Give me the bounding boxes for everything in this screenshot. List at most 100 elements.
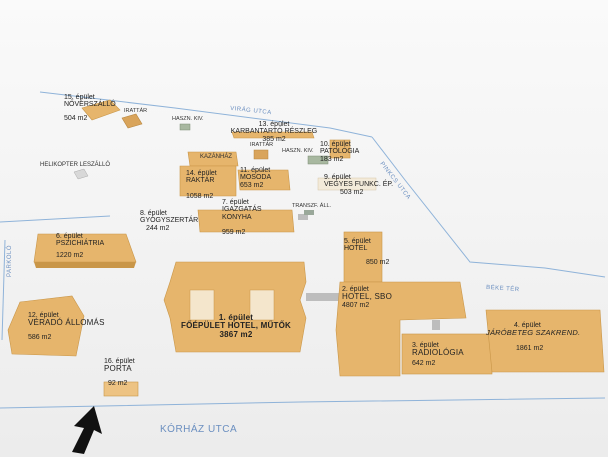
label-helikopter: HELIKOPTER LESZÁLLÓ xyxy=(40,162,111,168)
label-building-13[interactable]: 13. épület KARBANTARTÓ RÉSZLEG 385 m2 xyxy=(231,121,317,143)
label-building-1[interactable]: 1. épület FŐÉPÜLET HOTEL, MŰTŐK 3867 m2 xyxy=(181,313,291,339)
label-building-2[interactable]: 2. épület HOTEL, SBO 4807 m2 xyxy=(342,286,392,309)
b3-area: 642 m2 xyxy=(412,359,436,367)
b10-name: PATOLÓGIA xyxy=(320,148,360,156)
label-irattar2: IRATTÁR xyxy=(250,142,274,148)
arrow-up-icon[interactable] xyxy=(72,406,102,454)
street-parkolo: PARKOLÓ xyxy=(7,244,14,278)
b9-name: VEGYES FUNKC. ÉP. xyxy=(324,181,394,189)
haszn2-shape xyxy=(307,155,329,165)
b1-name: FŐÉPÜLET HOTEL, MŰTŐK xyxy=(181,321,291,331)
buildings xyxy=(7,99,605,397)
b9-num: 9. épület xyxy=(324,174,351,181)
label-haszn2: HASZN. KIV. xyxy=(282,148,314,154)
label-building-6[interactable]: 6. épület PSZICHIÁTRIA 1220 m2 xyxy=(56,233,104,259)
b11-num: 11. épület xyxy=(240,167,271,174)
b4-num: 4. épület xyxy=(514,322,541,329)
b2-name: HOTEL, SBO xyxy=(342,292,393,302)
street-lines xyxy=(0,91,606,409)
b5-area: 850 m2 xyxy=(366,258,390,266)
irattar1-shape xyxy=(121,113,143,129)
label-building-10[interactable]: 10. épület PATOLÓGIA 183 m2 xyxy=(320,141,359,163)
walkway-2-3 xyxy=(432,320,440,330)
b7-area: 959 m2 xyxy=(222,229,246,237)
b6-name: PSZICHIÁTRIA xyxy=(56,240,105,248)
label-kazanhaz: KAZÁNHÁZ xyxy=(200,154,233,160)
parkolo-line xyxy=(1,239,6,341)
walkways xyxy=(298,214,440,330)
b5-num: 5. épület xyxy=(344,238,371,245)
building-15-shape xyxy=(81,99,121,121)
building-11-shape xyxy=(237,169,291,191)
walkway-1-2 xyxy=(306,293,346,301)
kazanhaz-shape xyxy=(187,151,239,167)
pinkcs-street-line xyxy=(371,136,606,278)
b8-name: GYÓGYSZERTÁR xyxy=(140,217,199,225)
label-building-11[interactable]: 11. épület MOSODA 653 m2 xyxy=(240,167,271,189)
left-boundary-line xyxy=(0,215,111,223)
label-building-14[interactable]: 14. épület RAKTÁR 1058 m2 xyxy=(186,170,217,200)
b14-num: 14. épület xyxy=(186,170,217,177)
building-12-shape xyxy=(7,295,85,357)
b6-area: 1220 m2 xyxy=(56,251,84,259)
b14-area: 1058 m2 xyxy=(186,192,214,200)
b12-num: 12. épület xyxy=(28,312,59,319)
b4-name: JÁRÓBETEG SZAKREND. xyxy=(486,328,581,338)
label-haszn1: HASZN. KIV. xyxy=(172,116,204,122)
label-building-5[interactable]: 5. épület HOTEL 850 m2 xyxy=(344,238,389,266)
building-2-shape xyxy=(335,281,467,377)
building-10-shape xyxy=(329,139,351,159)
b16-name: PORTA xyxy=(104,364,132,374)
label-building-8[interactable]: 8. épület GYÓGYSZERTÁR 244 m2 xyxy=(140,210,198,232)
b13-area: 385 m2 xyxy=(262,135,286,143)
b12-name: VÉRADÓ ÁLLOMÁS xyxy=(28,318,105,328)
b2-area: 4807 m2 xyxy=(342,301,370,309)
street-korhaz: KÓRHÁZ UTCA xyxy=(160,424,238,435)
b8-area: 244 m2 xyxy=(146,224,170,232)
b3-num: 3. épület xyxy=(412,342,439,349)
label-building-4[interactable]: 4. épület JÁRÓBETEG SZAKREND. 1861 m2 xyxy=(486,322,580,353)
b3-name: RADIOLÓGIA xyxy=(412,348,464,358)
haszn1-shape xyxy=(179,123,191,131)
b14-name: RAKTÁR xyxy=(186,177,215,185)
building-1-court-b xyxy=(249,289,275,321)
b2-num: 2. épület xyxy=(342,286,369,293)
building-1-court-a xyxy=(189,289,215,321)
building-5-shape xyxy=(343,231,383,283)
b10-num: 10. épület xyxy=(320,141,351,148)
b10-area: 183 m2 xyxy=(320,155,344,163)
b16-num: 16. épület xyxy=(104,358,135,365)
b15-num: 15. épület xyxy=(64,94,95,101)
b1-area: 3867 m2 xyxy=(219,329,253,339)
b15-area: 504 m2 xyxy=(64,114,88,122)
transzf-shape xyxy=(304,210,314,215)
b11-name: MOSODA xyxy=(240,174,272,182)
b9-area: 503 m2 xyxy=(340,188,364,196)
label-building-16[interactable]: 16. épület PORTA 92 m2 xyxy=(104,358,135,387)
building-9-shape xyxy=(317,177,377,191)
b8-num: 8. épület xyxy=(140,210,167,217)
b15-name: NŐVÉRSZÁLLÓ xyxy=(64,101,116,109)
label-building-9[interactable]: 9. épület VEGYES FUNKC. ÉP. 503 m2 xyxy=(324,174,393,196)
label-building-15[interactable]: 15. épület NŐVÉRSZÁLLÓ 504 m2 xyxy=(64,94,116,122)
b7-name: IGAZGATÁS KONYHA xyxy=(222,206,262,221)
building-13-shape xyxy=(231,131,315,139)
b12-area: 586 m2 xyxy=(28,333,52,341)
label-building-12[interactable]: 12. épület VÉRADÓ ÁLLOMÁS 586 m2 xyxy=(28,312,105,341)
building-6-base xyxy=(34,262,136,268)
helipad-icon xyxy=(73,168,89,180)
walkway-7-5 xyxy=(298,214,308,220)
label-building-3[interactable]: 3. épület RADIOLÓGIA 642 m2 xyxy=(412,342,464,367)
irattar2-shape xyxy=(253,149,269,160)
building-1-shape xyxy=(163,261,307,353)
b5-name: HOTEL xyxy=(344,245,368,253)
b13-num: 13. épület xyxy=(258,121,290,128)
building-14-shape xyxy=(179,165,237,197)
building-3-shape xyxy=(401,333,493,375)
label-building-7[interactable]: 7. épület IGAZGATÁS KONYHA 959 m2 xyxy=(222,199,272,236)
b7-num: 7. épület xyxy=(222,199,249,206)
label-transzf: TRANSZF. ÁLL. xyxy=(292,203,332,209)
building-4-shape xyxy=(485,309,605,373)
